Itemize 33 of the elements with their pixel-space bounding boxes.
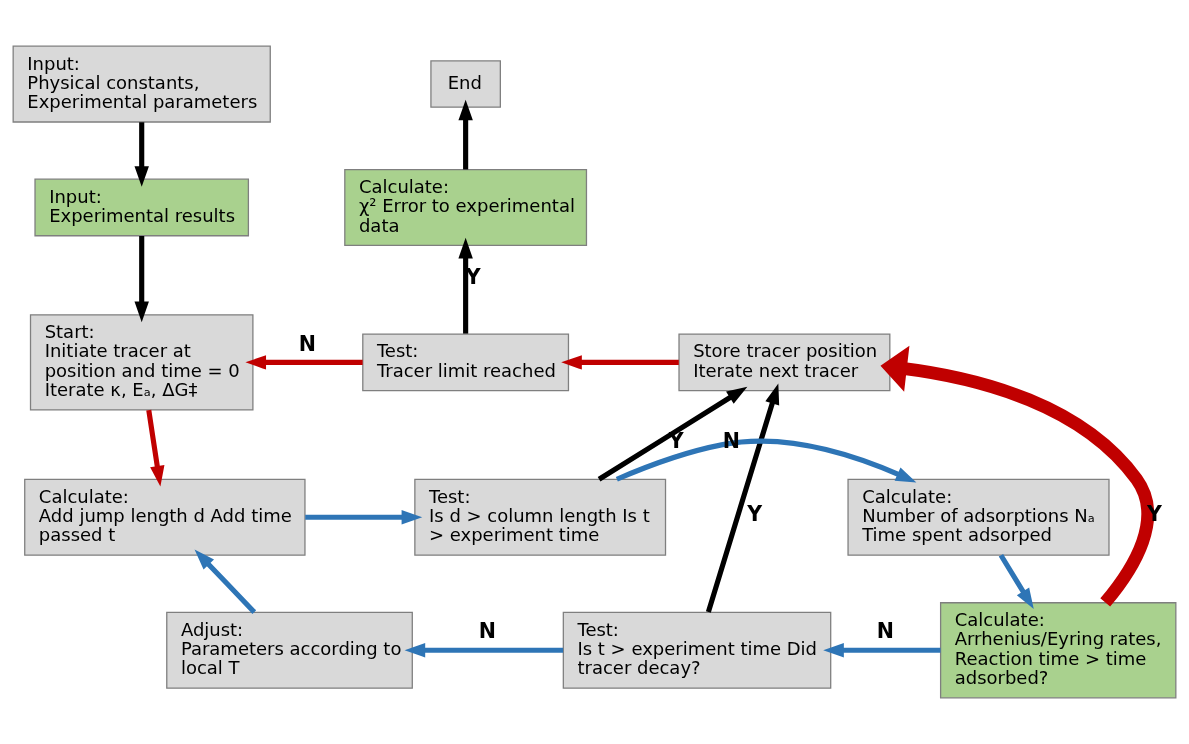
node-box: Calculate: Add jump length d Add time passed t (24, 478, 306, 556)
arrow (615, 438, 917, 483)
arrow (305, 510, 423, 525)
node-box: Calculate: χ² Error to experimental data (344, 168, 588, 247)
edge-label: N (298, 331, 317, 356)
arrow (458, 237, 473, 334)
node-box: End (430, 60, 501, 108)
node-box: Test: Tracer limit reached (362, 333, 570, 392)
arrow (404, 643, 564, 658)
arrow (705, 383, 780, 613)
node-box: Store tracer position Iterate next tracer (678, 333, 891, 392)
node-box: Calculate: Arrhenius/Eyring rates, Reaction time > time adsorbed? (939, 602, 1177, 699)
arrow (458, 99, 473, 170)
node-box: Start: Initiate tracer at position and time = 0 Iterate κ, Eₐ, ΔG‡ (29, 314, 254, 411)
edge-label: Y (747, 501, 763, 526)
node-box: Calculate: Number of adsorptions Nₐ Time spent adsorped (847, 478, 1110, 556)
arrow (134, 236, 149, 323)
node-box: Input: Experimental results (34, 178, 250, 237)
node-box: Test: Is d > column length Is t > experiment time (414, 478, 667, 556)
arrow (146, 409, 165, 487)
arrow (245, 355, 363, 370)
node-box: Adjust: Parameters according to local T (166, 611, 413, 689)
arrow (880, 345, 1154, 607)
edge-label: N (876, 619, 894, 644)
arrow (134, 122, 149, 187)
arrow (561, 355, 679, 370)
arrow (597, 386, 748, 482)
edge-label: N (478, 619, 497, 644)
arrow (194, 549, 257, 614)
node-box: Input: Physical constants, Experimental parameters (12, 45, 271, 123)
arrow (998, 553, 1034, 609)
arrow (823, 643, 941, 658)
node-box: Test: Is t > experiment time Did tracer decay? (562, 611, 832, 689)
